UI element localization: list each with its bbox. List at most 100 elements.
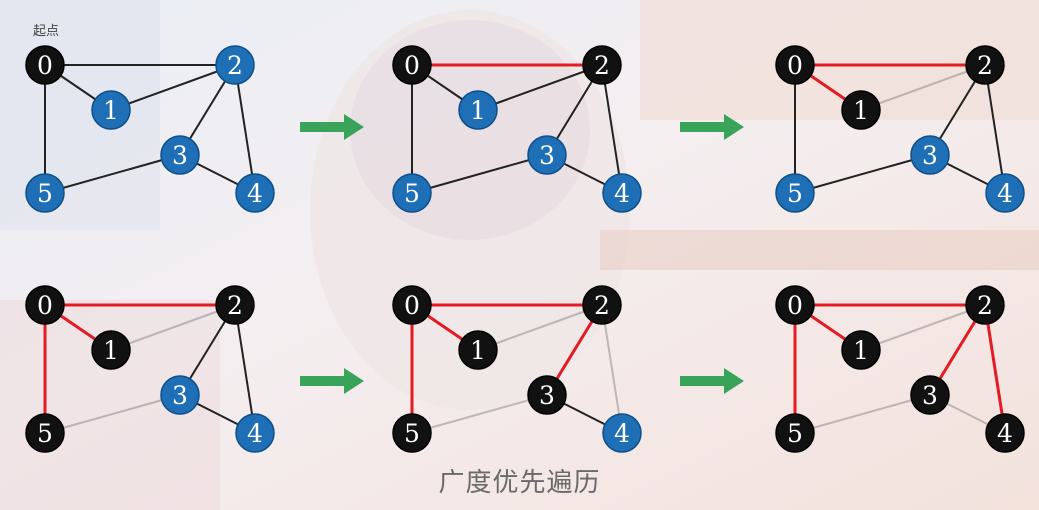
node-label: 4 (247, 419, 263, 448)
node-label: 5 (37, 179, 53, 208)
node-2: 2 (965, 285, 1005, 325)
node-label: 3 (539, 141, 555, 170)
node-label: 0 (404, 51, 420, 80)
node-circle (392, 173, 432, 213)
node-label: 3 (172, 141, 188, 170)
node-circle (965, 285, 1005, 325)
node-circle (985, 173, 1025, 213)
node-circle (160, 375, 200, 415)
node-4: 4 (602, 173, 642, 213)
edge-3-5 (44, 154, 181, 194)
node-label: 2 (977, 291, 993, 320)
node-label: 0 (787, 291, 803, 320)
node-1: 1 (458, 90, 498, 130)
node-circle (602, 413, 642, 453)
node-5: 5 (392, 413, 432, 453)
node-circle (91, 330, 131, 370)
start-label: 起点 (33, 24, 60, 39)
node-label: 4 (614, 419, 630, 448)
node-5: 5 (25, 413, 65, 453)
bfs-step-2: 0 1 2 3 4 5 (392, 45, 642, 213)
node-circle (527, 135, 567, 175)
node-4: 4 (602, 413, 642, 453)
edge-3-5 (44, 394, 181, 434)
node-3: 3 (160, 375, 200, 415)
bfs-step-4: 01 2 3 4 5 (25, 285, 275, 453)
node-label: 4 (997, 419, 1013, 448)
node-label: 1 (103, 96, 119, 125)
node-0: 0 (775, 45, 815, 85)
node-5: 5 (392, 173, 432, 213)
node-label: 5 (37, 419, 53, 448)
arrow-icon (300, 368, 364, 394)
node-circle (910, 375, 950, 415)
arrow-icon (680, 368, 744, 394)
node-circle (527, 375, 567, 415)
edge-1-2 (110, 304, 236, 351)
node-0: 0 (25, 285, 65, 325)
node-5: 5 (775, 173, 815, 213)
node-1: 1 (91, 330, 131, 370)
edge-3-5 (794, 394, 931, 434)
node-label: 4 (997, 179, 1013, 208)
node-2: 2 (965, 45, 1005, 85)
node-circle (392, 285, 432, 325)
node-circle (775, 413, 815, 453)
node-circle (841, 90, 881, 130)
node-circle (841, 330, 881, 370)
node-circle (392, 413, 432, 453)
edge-2-4 (601, 304, 623, 434)
node-circle (965, 45, 1005, 85)
node-circle (775, 285, 815, 325)
edge-1-2 (860, 304, 986, 351)
node-circle (910, 135, 950, 175)
node-0: 0 (392, 285, 432, 325)
edge-2-4 (234, 304, 256, 434)
node-circle (775, 173, 815, 213)
node-label: 0 (787, 51, 803, 80)
node-label: 5 (404, 419, 420, 448)
node-label: 3 (922, 381, 938, 410)
node-label: 0 (404, 291, 420, 320)
node-2: 2 (215, 45, 255, 85)
node-label: 3 (539, 381, 555, 410)
node-3: 3 (527, 375, 567, 415)
arrow-icon (300, 114, 364, 140)
node-1: 1 (841, 90, 881, 130)
node-circle (215, 285, 255, 325)
node-circle (25, 413, 65, 453)
node-circle (235, 413, 275, 453)
bfs-step-6: 0 1 2 3 4 5 (775, 285, 1025, 453)
edge-1-2 (477, 304, 603, 351)
node-circle (25, 173, 65, 213)
node-3: 3 (527, 135, 567, 175)
node-label: 5 (787, 179, 803, 208)
node-4: 4 (985, 413, 1025, 453)
node-label: 2 (594, 51, 610, 80)
node-circle (215, 45, 255, 85)
node-label: 1 (853, 96, 869, 125)
node-circle (582, 45, 622, 85)
node-5: 5 (775, 413, 815, 453)
node-label: 1 (470, 96, 486, 125)
node-label: 4 (247, 179, 263, 208)
node-5: 5 (25, 173, 65, 213)
node-circle (985, 413, 1025, 453)
edge-3-5 (411, 154, 548, 194)
edge-2-4 (983, 304, 1007, 434)
node-label: 2 (977, 51, 993, 80)
node-3: 3 (910, 375, 950, 415)
node-1: 1 (91, 90, 131, 130)
edge-1-2 (110, 64, 236, 111)
node-label: 2 (227, 291, 243, 320)
node-label: 1 (853, 336, 869, 365)
node-circle (91, 90, 131, 130)
node-circle (458, 330, 498, 370)
node-label: 5 (404, 179, 420, 208)
node-circle (602, 173, 642, 213)
node-circle (458, 90, 498, 130)
